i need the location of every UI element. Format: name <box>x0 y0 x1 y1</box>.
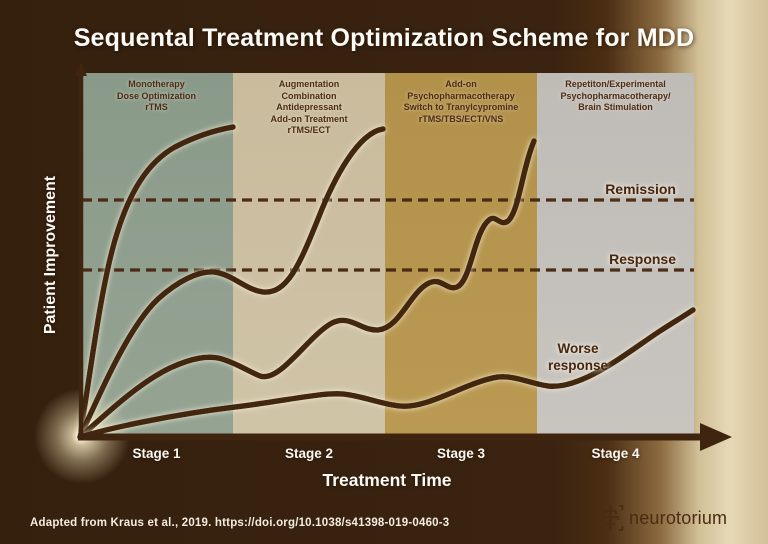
treatment-curves <box>77 124 696 440</box>
stage-2-label: Stage 2 <box>284 446 334 461</box>
brand-logo: neurotorium <box>597 503 727 533</box>
stage-3-label: Stage 3 <box>436 446 486 461</box>
response-label: Response <box>609 251 676 267</box>
remission-label: Remission <box>605 181 676 197</box>
curve-remission-stage-2 <box>77 126 386 440</box>
y-axis-title: Patient Improvement <box>42 175 59 335</box>
x-axis-title: Treatment Time <box>322 470 452 490</box>
stage-1-header: Monotherapy Dose Optimization rTMS <box>116 79 196 112</box>
neurotorium-icon <box>597 505 624 531</box>
stage-4-band: Repetiton/Experimental Psychopharmacothe… <box>537 73 694 437</box>
y-axis-arrowhead <box>75 62 87 76</box>
stage-1-label: Stage 1 <box>132 446 181 461</box>
stage-2-header: Augmentation Combination Antidepressant … <box>270 79 348 135</box>
stage-4-label: Stage 4 <box>591 446 640 461</box>
curve-worse-response <box>77 307 696 440</box>
x-axis <box>78 423 732 451</box>
brand-name: neurotorium <box>629 507 728 528</box>
attribution-text: Adapted from Kraus et al., 2019. https:/… <box>30 517 450 529</box>
curve-remission-stage-1 <box>77 124 236 440</box>
diagram-title: Sequental Treatment Optimization Scheme … <box>73 24 695 52</box>
threshold-lines <box>82 198 694 272</box>
x-axis-arrowhead <box>700 423 732 451</box>
curve-remission-stage-3 <box>77 138 537 440</box>
stage-4-header: Repetiton/Experimental Psychopharmacothe… <box>560 79 671 112</box>
y-axis <box>75 62 87 440</box>
stage-3-header: Add-on Psychopharmacotherapy Switch to T… <box>403 79 519 124</box>
worse-response-label: Worse response <box>547 341 609 373</box>
